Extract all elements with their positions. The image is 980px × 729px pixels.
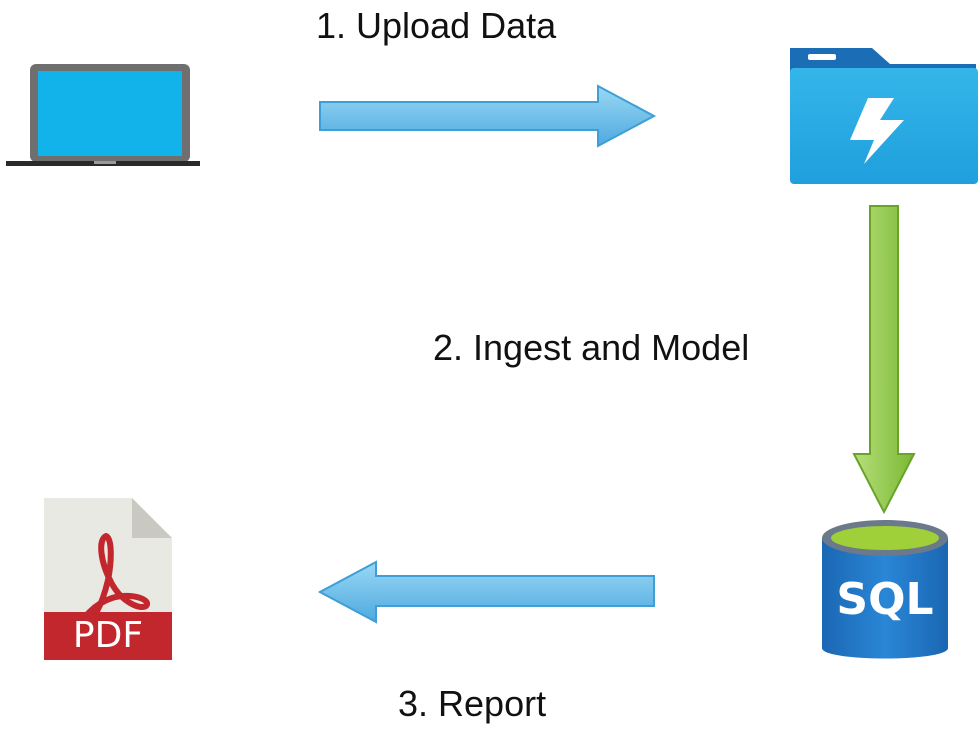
data-lake-folder-icon [786,46,980,186]
step-3-label: 3. Report [398,683,547,724]
report-arrow [318,560,658,624]
pdf-label: PDF [72,615,144,656]
step-2-label: 2. Ingest and Model [433,327,750,368]
upload-arrow [318,84,658,148]
ingest-arrow [852,204,916,516]
sql-database-icon [820,516,950,670]
sql-label: SQL [836,574,934,625]
pdf-file-icon [42,496,174,662]
laptop-icon [6,62,200,170]
step-1-label: 1. Upload Data [316,5,557,46]
